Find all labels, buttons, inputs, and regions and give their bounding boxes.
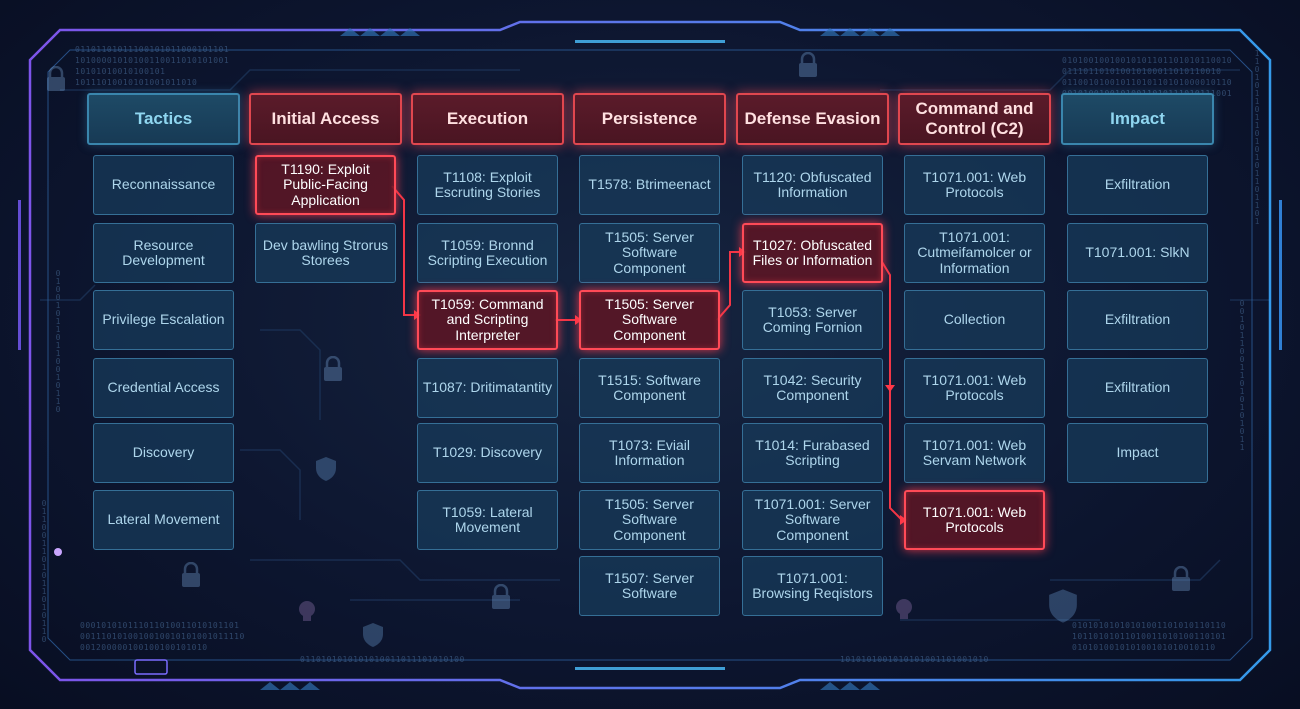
technique-cell[interactable]: Lateral Movement [93, 490, 234, 550]
technique-cell[interactable]: Exfiltration [1067, 358, 1208, 418]
binary-text-bottom-left: 000101010111011010011010101101 001110101… [80, 621, 245, 652]
column-header[interactable]: Defense Evasion [736, 93, 889, 145]
binary-text-right-vertical: 0010110011010101011 [1239, 299, 1245, 452]
technique-cell[interactable]: T1042: Security Component [742, 358, 883, 418]
technique-cell[interactable]: Discovery [93, 423, 234, 483]
technique-cell[interactable]: T1014: Furabased Scripting [742, 423, 883, 483]
technique-cell[interactable]: T1071.001: Web Servam Network [904, 423, 1045, 483]
technique-cell[interactable]: T1505: Server Software Component [579, 223, 720, 283]
column-header[interactable]: Command and Control (C2) [898, 93, 1051, 145]
technique-cell[interactable]: Exfiltration [1067, 290, 1208, 350]
flow-arrow-evasion-down [881, 261, 891, 385]
flow-arrow-persistence-to-evasion [716, 251, 740, 321]
technique-cell[interactable]: T1108: Exploit Escruting Stories [417, 155, 558, 215]
lock-icon [799, 52, 817, 77]
technique-cell[interactable]: T1029: Discovery [417, 423, 558, 483]
column-header[interactable]: Initial Access [249, 93, 402, 145]
technique-cell[interactable]: T1059: Bronnd Scripting Execution [417, 223, 558, 283]
technique-cell[interactable]: Dev bawling Strorus Storees [255, 223, 396, 283]
skull-icon [896, 599, 912, 619]
technique-cell[interactable]: T1507: Server Software [579, 556, 720, 616]
technique-cell[interactable]: Reconnaissance [93, 155, 234, 215]
technique-cell-highlighted[interactable]: T1505: Server Software Component [579, 290, 720, 350]
technique-cell[interactable]: T1059: Lateral Movement [417, 490, 558, 550]
technique-cell[interactable]: T1071.001: Server Software Component [742, 490, 883, 550]
lock-icon [492, 584, 510, 609]
technique-cell[interactable]: T1071.001: SlkN [1067, 223, 1208, 283]
technique-cell[interactable]: T1071.001: Browsing Reqistors [742, 556, 883, 616]
technique-cell[interactable]: Impact [1067, 423, 1208, 483]
technique-cell[interactable]: T1087: Dritimatantity [417, 358, 558, 418]
flow-arrow-evasion-to-c2 [889, 385, 903, 521]
binary-text-left-vertical: 011001101011010110 [41, 499, 47, 644]
binary-text-bottom-right: 01010101010101001101010110110 1011010101… [1072, 621, 1227, 652]
technique-cell[interactable]: T1515: Software Component [579, 358, 720, 418]
technique-cell[interactable]: Credential Access [93, 358, 234, 418]
binary-text-top-left: 01101101011100101011000101101 1010000101… [75, 45, 230, 87]
lock-icon [324, 356, 342, 381]
technique-cell[interactable]: T1578: Btrimeenact [579, 155, 720, 215]
binary-text-bottom-center-right: 1010101001010101001101001010 [840, 655, 989, 664]
technique-cell[interactable]: T1505: Server Software Component [579, 490, 720, 550]
technique-cell[interactable]: T1053: Server Coming Fornion [742, 290, 883, 350]
column-header[interactable]: Impact [1061, 93, 1214, 145]
technique-cell-highlighted[interactable]: T1071.001: Web Protocols [904, 490, 1045, 550]
column-header[interactable]: Execution [411, 93, 564, 145]
column-header[interactable]: Tactics [87, 93, 240, 145]
frame-inner [47, 49, 1253, 661]
technique-cell[interactable]: T1071.001: Web Protocols [904, 155, 1045, 215]
column-header[interactable]: Persistence [573, 93, 726, 145]
lock-icon [47, 66, 65, 91]
technique-cell-highlighted[interactable]: T1190: Exploit Public-Facing Application [255, 155, 396, 215]
shield-icon [316, 457, 336, 481]
technique-cell[interactable]: Exfiltration [1067, 155, 1208, 215]
lock-icon [182, 562, 200, 587]
shield-icon [1049, 589, 1077, 623]
technique-cell[interactable]: Collection [904, 290, 1045, 350]
technique-cell[interactable]: Resource Development [93, 223, 234, 283]
binary-text-bottom-center: 0110101010101010011011101010100 [300, 655, 465, 664]
technique-cell[interactable]: T1073: Eviail Information [579, 423, 720, 483]
technique-cell-highlighted[interactable]: T1027: Obfuscated Files or Information [742, 223, 883, 283]
technique-cell[interactable]: T1120: Obfuscated Information [742, 155, 883, 215]
technique-cell[interactable]: T1071.001: Cutmeifamolcer or Information [904, 223, 1045, 283]
lock-icon [1172, 566, 1190, 591]
technique-cell[interactable]: T1071.001: Web Protocols [904, 358, 1045, 418]
frame-outer [28, 20, 1272, 690]
flow-arrow-initial-to-execution [391, 185, 414, 316]
binary-text-right-vertical: 1101011011010101101101 [1254, 49, 1260, 226]
technique-cell[interactable]: Privilege Escalation [93, 290, 234, 350]
binary-text-left-vertical: 010010110110010110 [55, 269, 61, 414]
technique-cell-highlighted[interactable]: T1059: Command and Scripting Interpreter [417, 290, 558, 350]
skull-icon [299, 601, 315, 621]
shield-icon [363, 623, 383, 647]
